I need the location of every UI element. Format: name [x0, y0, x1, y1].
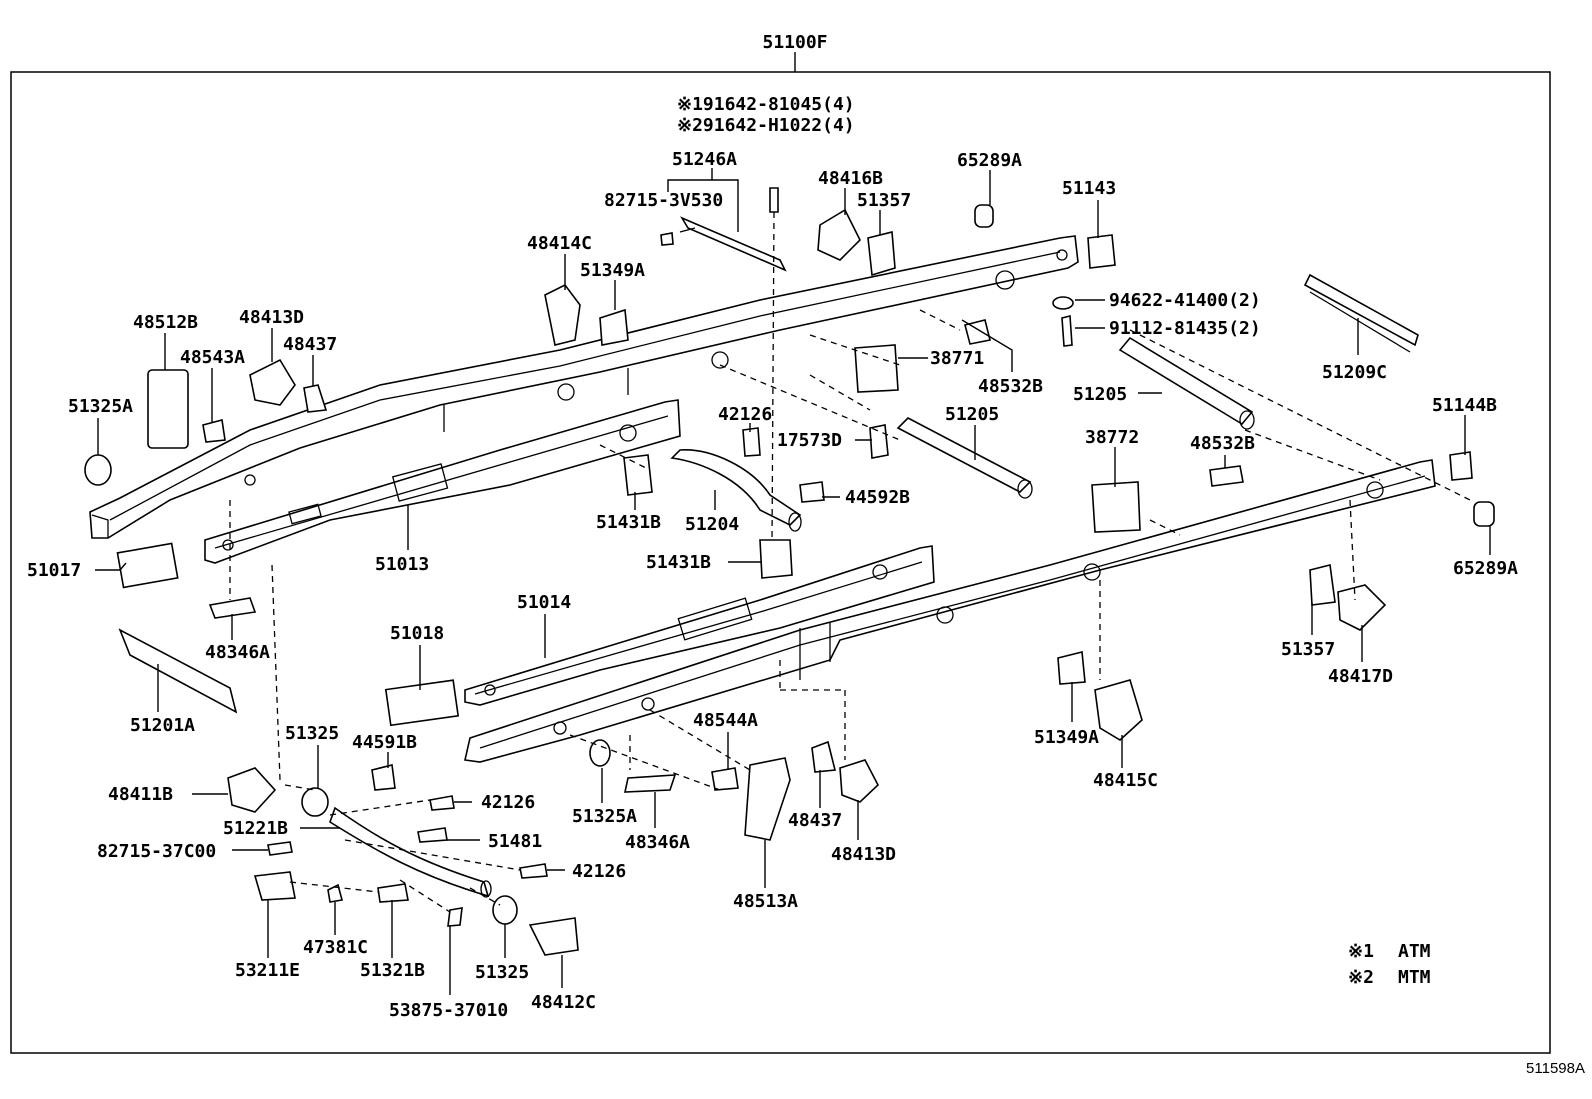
label-51018: 51018 — [390, 623, 444, 644]
label-94622-41400: 94622-41400(2) — [1109, 290, 1261, 311]
label-51014: 51014 — [517, 592, 571, 613]
solid-leaders — [95, 168, 1491, 995]
label-51017: 51017 — [27, 560, 81, 581]
label-48532b-right: 48532B — [1190, 433, 1255, 454]
crossmember-51205-mid — [896, 417, 1033, 499]
part-labels: 51100F ※191642-81045(4) ※291642-H1022(4)… — [27, 32, 1518, 1021]
label-53875-37010: 53875-37010 — [389, 1000, 508, 1021]
label-51013: 51013 — [375, 554, 429, 575]
label-51209c: 51209C — [1322, 362, 1387, 383]
inner-rail-51014 — [464, 545, 935, 706]
left-frame-rail — [89, 235, 1079, 539]
label-51325a-bot: 51325A — [572, 806, 637, 827]
label-51349a-top: 51349A — [580, 260, 645, 281]
label-48411b: 48411B — [108, 784, 173, 805]
label-51357-top: 51357 — [857, 190, 911, 211]
label-48346a-bot: 48346A — [625, 832, 690, 853]
legend-text-1: ATM — [1398, 941, 1431, 962]
right-frame-rail — [464, 459, 1436, 763]
label-65289a-top: 65289A — [957, 150, 1022, 171]
label-38771: 38771 — [930, 348, 984, 369]
label-65289a-right: 65289A — [1453, 558, 1518, 579]
label-51144b: 51144B — [1432, 395, 1497, 416]
label-48417d: 48417D — [1328, 666, 1393, 687]
label-51325-bot: 51325 — [475, 962, 529, 983]
reference-code: 511598A — [1526, 1060, 1585, 1077]
legend-mark-2: ※2 — [1348, 967, 1374, 988]
label-53211e: 53211E — [235, 960, 300, 981]
label-51431b-bot: 51431B — [646, 552, 711, 573]
label-48415c: 48415C — [1093, 770, 1158, 791]
label-48512b: 48512B — [133, 312, 198, 333]
label-82715-37c00: 82715-37C00 — [97, 841, 216, 862]
label-42126-bot: 42126 — [572, 861, 626, 882]
label-48346a-left: 48346A — [205, 642, 270, 663]
label-47381c: 47381C — [303, 937, 368, 958]
crossmember-51205-right — [1118, 336, 1255, 430]
label-51100f: 51100F — [762, 32, 827, 53]
label-48437-top: 48437 — [283, 334, 337, 355]
label-42126-mid: 42126 — [481, 792, 535, 813]
inner-rail-51013 — [204, 399, 681, 564]
label-51321b: 51321B — [360, 960, 425, 981]
label-51143: 51143 — [1062, 178, 1116, 199]
crossmember-51204 — [670, 449, 802, 532]
label-44592b: 44592B — [845, 487, 910, 508]
label-51204: 51204 — [685, 514, 739, 535]
label-51205-right: 51205 — [1073, 384, 1127, 405]
label-48413d-top: 48413D — [239, 307, 304, 328]
crossmember-51201a — [118, 628, 238, 714]
label-51205-mid: 51205 — [945, 404, 999, 425]
label-48544a: 48544A — [693, 710, 758, 731]
label-48414c: 48414C — [527, 233, 592, 254]
label-48413d-bot: 48413D — [831, 844, 896, 865]
crossmember-51246a — [680, 216, 787, 272]
diagram-border — [10, 71, 1551, 1054]
label-51325-top: 51325 — [285, 723, 339, 744]
label-51431b-top: 51431B — [596, 512, 661, 533]
label-82715-3v530: 82715-3V530 — [604, 190, 723, 211]
crossmember-51221b — [329, 806, 492, 898]
legend-mark-1: ※1 — [1348, 941, 1374, 962]
dashed-leaders — [229, 211, 1471, 913]
label-51357-right: 51357 — [1281, 639, 1335, 660]
label-51246a: 51246A — [672, 149, 737, 170]
label-48412c: 48412C — [531, 992, 596, 1013]
label-38772: 38772 — [1085, 427, 1139, 448]
label-91642-h1022: ※291642-H1022(4) — [677, 115, 855, 136]
label-44591b: 44591B — [352, 732, 417, 753]
label-51349a-right: 51349A — [1034, 727, 1099, 748]
label-91642-81045: ※191642-81045(4) — [677, 94, 855, 115]
small-parts — [84, 187, 1495, 956]
label-51325a-left: 51325A — [68, 396, 133, 417]
label-17573d: 17573D — [777, 430, 842, 451]
label-48437-bot: 48437 — [788, 810, 842, 831]
label-51201a: 51201A — [130, 715, 195, 736]
label-91112-81435: 91112-81435(2) — [1109, 318, 1261, 339]
legend: ※1 ATM ※2 MTM — [1348, 941, 1431, 988]
crossmember-51209c — [1303, 273, 1419, 353]
legend-text-2: MTM — [1398, 967, 1431, 988]
label-48416b: 48416B — [818, 168, 883, 189]
label-51221b: 51221B — [223, 818, 288, 839]
label-48543a: 48543A — [180, 347, 245, 368]
label-48513a: 48513A — [733, 891, 798, 912]
label-48532b-top: 48532B — [978, 376, 1043, 397]
label-51481: 51481 — [488, 831, 542, 852]
label-42126-top: 42126 — [718, 404, 772, 425]
